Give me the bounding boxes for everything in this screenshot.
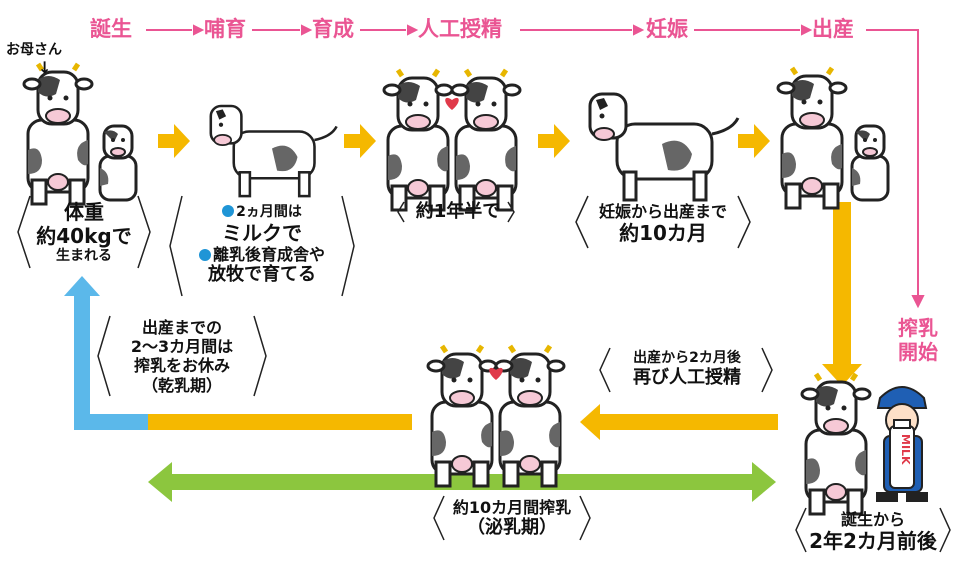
rebreed-note: 出産から2カ月後 再び人工授精	[612, 350, 762, 388]
birth-weight-note: 体重 約40kgで 生まれる	[30, 200, 138, 265]
milking-start-line1: 搾乳	[898, 316, 938, 340]
lactation-note: 約10カ月間搾乳 （泌乳期）	[446, 498, 578, 539]
pregnancy-line1: 妊娠から出産まで	[598, 202, 727, 221]
nursing-note: 2ヵ月間は ミルクで 離乳後育成舎や 放牧で育てる	[184, 204, 340, 286]
stage-arrows	[146, 24, 925, 309]
text-brackets	[17, 195, 951, 553]
bullet-dot-icon	[198, 248, 211, 261]
birth-line3: 生まれる	[56, 248, 112, 264]
milking-start-line2: 開始	[898, 340, 938, 364]
dry-period-line2: 2〜3カ月間は	[130, 337, 234, 357]
pregnancy-line2: 約10カ月	[619, 221, 707, 246]
insemination-cows-illustration	[384, 70, 520, 210]
process-arrows	[146, 124, 862, 440]
first-calving-line1: 誕生から	[840, 510, 905, 529]
rebreed-line2: 再び人工授精	[633, 366, 741, 388]
lactation-arrow	[148, 462, 776, 502]
nursing-line3: 離乳後育成舎や	[212, 244, 325, 264]
down-arrow-icon: ↓	[38, 58, 52, 77]
return-arrow	[64, 276, 148, 430]
pregnant-cow-illustration	[588, 92, 740, 202]
calf-nursing-illustration	[209, 104, 338, 198]
lactation-line2: （泌乳期）	[467, 517, 557, 539]
dry-period-line4: （乾乳期）	[141, 375, 222, 395]
nursing-line4: 放牧で育てる	[208, 263, 316, 285]
stage-birth: 誕生	[90, 17, 132, 41]
pregnancy-note: 妊娠から出産まで 約10カ月	[590, 202, 736, 245]
birth-line1: 体重	[64, 200, 104, 224]
nursing-line1: 2ヵ月間は	[236, 204, 302, 220]
dry-period-note: 出産までの 2〜3カ月間は 搾乳をお休み （乾乳期）	[112, 318, 252, 395]
dry-period-line3: 搾乳をお休み	[133, 356, 230, 376]
stage-raising: 育成	[312, 17, 354, 41]
birth-cows-illustration	[778, 68, 890, 208]
lactation-line1: 約10カ月間搾乳	[452, 498, 572, 517]
stage-nursing: 哺育	[204, 17, 246, 41]
dry-period-line1: 出産までの	[141, 318, 222, 337]
milking-start-label: 搾乳 開始	[888, 316, 948, 364]
rebreed-cows-illustration	[428, 346, 564, 486]
rebreed-line1: 出産から2カ月後	[633, 350, 741, 366]
bullet-dot-icon	[222, 205, 235, 217]
farmer-illustration	[876, 386, 928, 502]
milk-can-label: MILK	[899, 434, 912, 465]
first-calving-note: 誕生から 2年2カ月前後	[808, 510, 938, 553]
insemination-age: 約1年半で	[415, 201, 501, 222]
first-calving-line2: 2年2カ月前後	[809, 529, 937, 554]
mother-cow-illustration	[24, 64, 138, 204]
mother-label: お母さん	[6, 42, 62, 58]
birth-line2: 約40kgで	[36, 224, 132, 248]
stage-calving: 出産	[812, 17, 854, 41]
milking-cow-illustration	[802, 374, 870, 514]
stage-insemination: 人工授精	[418, 17, 502, 41]
nursing-line2: ミルクで	[222, 220, 302, 245]
stage-pregnancy: 妊娠	[646, 17, 688, 41]
